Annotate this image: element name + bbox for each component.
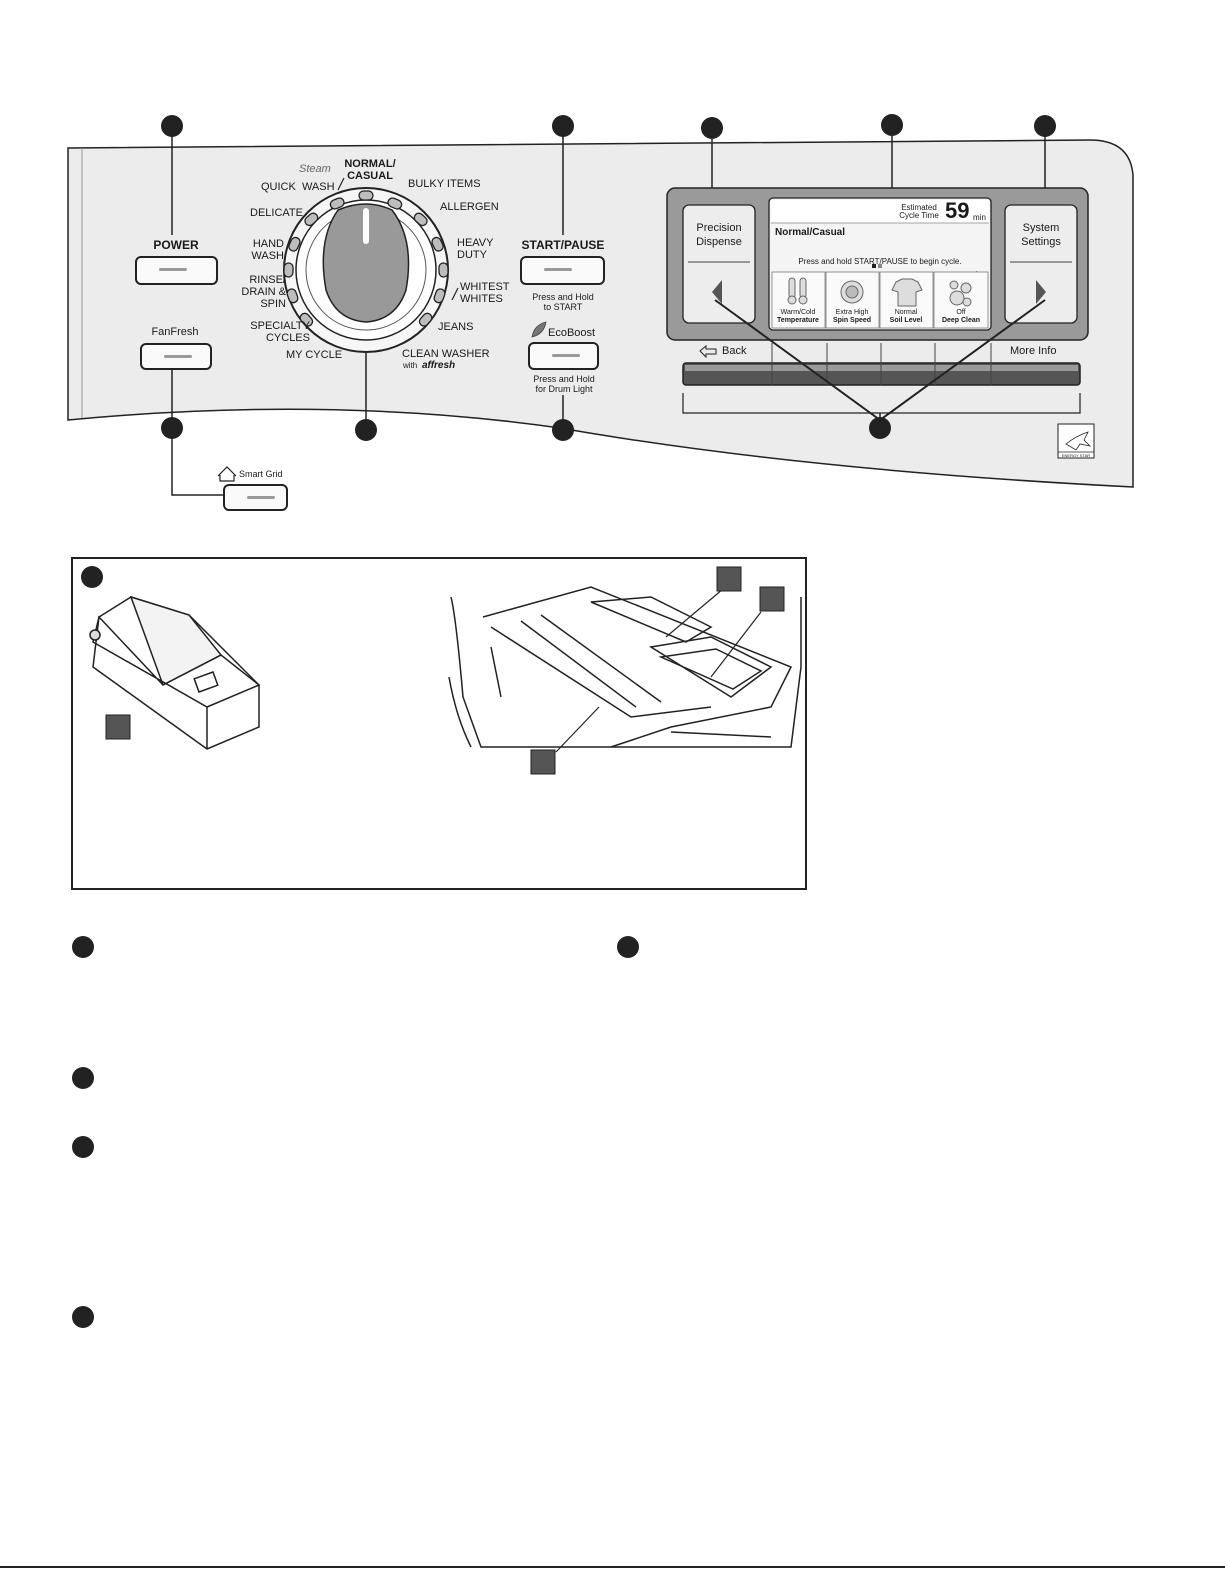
dispenser-illustrations bbox=[81, 566, 802, 775]
cycle-jeans[interactable]: JEANS bbox=[438, 321, 474, 333]
callout-bullet bbox=[72, 936, 94, 958]
cycle-clean-washer[interactable]: CLEAN WASHER bbox=[402, 348, 490, 360]
ecoboost-button[interactable] bbox=[528, 342, 599, 370]
cycle-quick-wash[interactable]: QUICK WASH bbox=[261, 181, 335, 193]
cycle-time-unit: min bbox=[973, 213, 986, 222]
spin-speed-tile[interactable]: Extra High Spin Speed bbox=[826, 309, 878, 325]
precision-dispense-key bbox=[682, 204, 756, 324]
cycle-dial[interactable] bbox=[283, 187, 449, 353]
fanfresh-button[interactable] bbox=[140, 343, 212, 370]
spin-speed-icon bbox=[840, 280, 864, 304]
steam-label: Steam bbox=[299, 163, 331, 175]
page-bottom-rule bbox=[0, 1566, 1225, 1568]
power-button[interactable] bbox=[135, 256, 218, 285]
dispenser-illustration-box bbox=[71, 557, 807, 890]
cycle-delicate[interactable]: DELICATE bbox=[250, 207, 303, 219]
temperature-tile[interactable]: Warm/Cold Temperature bbox=[772, 309, 824, 325]
dispenser-drawer bbox=[448, 586, 802, 748]
leaf-icon bbox=[531, 321, 547, 338]
energy-star-icon bbox=[1057, 423, 1095, 459]
system-settings-key bbox=[1004, 204, 1078, 324]
soil-level-name: Soil Level bbox=[889, 317, 923, 324]
start-pause-hint: Press and Hold to START bbox=[532, 292, 594, 312]
cycle-time-value: 59 bbox=[945, 198, 970, 223]
left-arrow-icon bbox=[712, 280, 722, 304]
start-pause-label: START/PAUSE bbox=[521, 238, 605, 252]
cycle-normal-casual[interactable]: NORMAL/ CASUAL bbox=[344, 158, 396, 182]
soil-level-value: Normal bbox=[894, 309, 918, 316]
deep-clean-name: Deep Clean bbox=[941, 317, 981, 324]
system-settings-label[interactable]: System Settings bbox=[1021, 222, 1061, 248]
start-instruction: Press and hold START/PAUSE to begin cycl… bbox=[798, 257, 962, 266]
right-arrow-icon bbox=[1036, 280, 1046, 304]
ecoboost-hint: Press and Hold for Drum Light bbox=[533, 374, 595, 394]
ecoboost-label: EcoBoost bbox=[548, 327, 596, 339]
spin-speed-value: Extra High bbox=[835, 309, 869, 316]
cycle-bulky-items[interactable]: BULKY ITEMS bbox=[408, 178, 481, 190]
detergent-cartridge bbox=[89, 595, 261, 750]
home-icon bbox=[217, 466, 237, 482]
callout-bullet bbox=[72, 1306, 94, 1328]
temperature-value: Warm/Cold bbox=[780, 309, 816, 316]
energy-star-label: ENERGY STAR bbox=[1061, 453, 1091, 458]
temperature-name: Temperature bbox=[777, 317, 819, 324]
more-info-softkey-label[interactable]: More Info bbox=[1010, 345, 1057, 357]
smart-grid-label: Smart Grid bbox=[239, 469, 283, 479]
cycle-specialty-cycles[interactable]: SPECIALTY CYCLES bbox=[250, 320, 310, 344]
callout-bullet bbox=[72, 1067, 94, 1089]
soil-level-tile[interactable]: Normal Soil Level bbox=[880, 309, 932, 325]
cycle-my-cycle[interactable]: MY CYCLE bbox=[286, 349, 343, 361]
smart-grid-button[interactable] bbox=[223, 484, 288, 511]
precision-dispense-label[interactable]: Precision Dispense bbox=[696, 222, 742, 248]
deep-clean-tile[interactable]: Off Deep Clean bbox=[935, 309, 987, 325]
spin-speed-name: Spin Speed bbox=[832, 317, 872, 324]
affresh-logo: affresh bbox=[422, 360, 456, 371]
start-pause-button[interactable] bbox=[520, 256, 605, 285]
fanfresh-label: FanFresh bbox=[151, 326, 199, 338]
cycle-rinse-drain-spin[interactable]: RINSE/ DRAIN & SPIN bbox=[241, 274, 286, 310]
cycle-whitest-whites[interactable]: WHITEST WHITES bbox=[460, 281, 510, 305]
bubbles-icon bbox=[949, 280, 972, 307]
power-label: POWER bbox=[153, 238, 199, 252]
back-softkey-label[interactable]: Back bbox=[722, 345, 747, 357]
selected-cycle-name: Normal/Casual bbox=[775, 227, 846, 238]
clean-washer-with: with bbox=[403, 361, 418, 370]
cycle-heavy-duty[interactable]: HEAVY DUTY bbox=[457, 237, 494, 261]
back-arrow-icon bbox=[699, 344, 717, 359]
shirt-icon bbox=[891, 278, 923, 307]
deep-clean-value: Off bbox=[956, 309, 966, 316]
callout-bullet bbox=[617, 936, 639, 958]
estimated-cycle-time-label: Estimated Cycle Time bbox=[899, 203, 939, 220]
cycle-hand-wash[interactable]: HAND WASH bbox=[251, 238, 284, 262]
control-panel-diagram bbox=[67, 114, 1134, 496]
thermometer-icon bbox=[787, 277, 808, 305]
callout-bullet bbox=[72, 1136, 94, 1158]
cycle-allergen[interactable]: ALLERGEN bbox=[440, 201, 499, 213]
